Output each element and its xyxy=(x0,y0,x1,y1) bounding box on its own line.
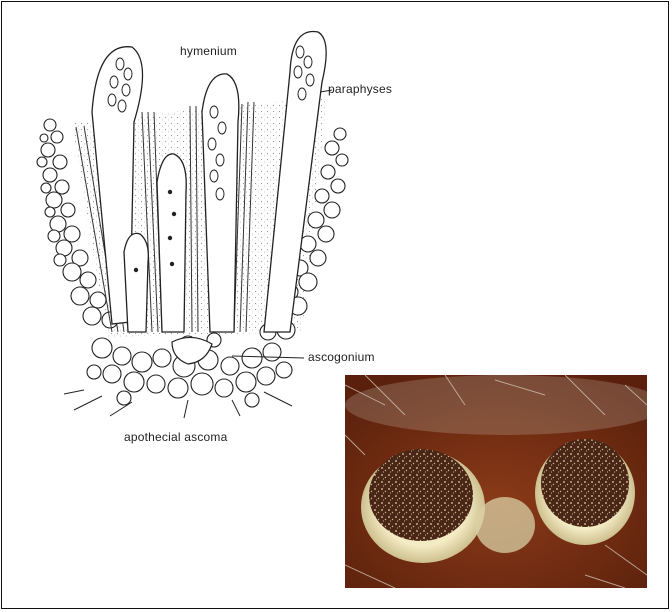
apothecia-photo xyxy=(345,375,647,588)
label-paraphyses: paraphyses xyxy=(328,82,392,96)
label-hymenium: hymenium xyxy=(180,44,237,58)
diagram-caption: apothecial ascoma xyxy=(124,430,227,444)
label-ascogonium: ascogonium xyxy=(308,350,375,364)
